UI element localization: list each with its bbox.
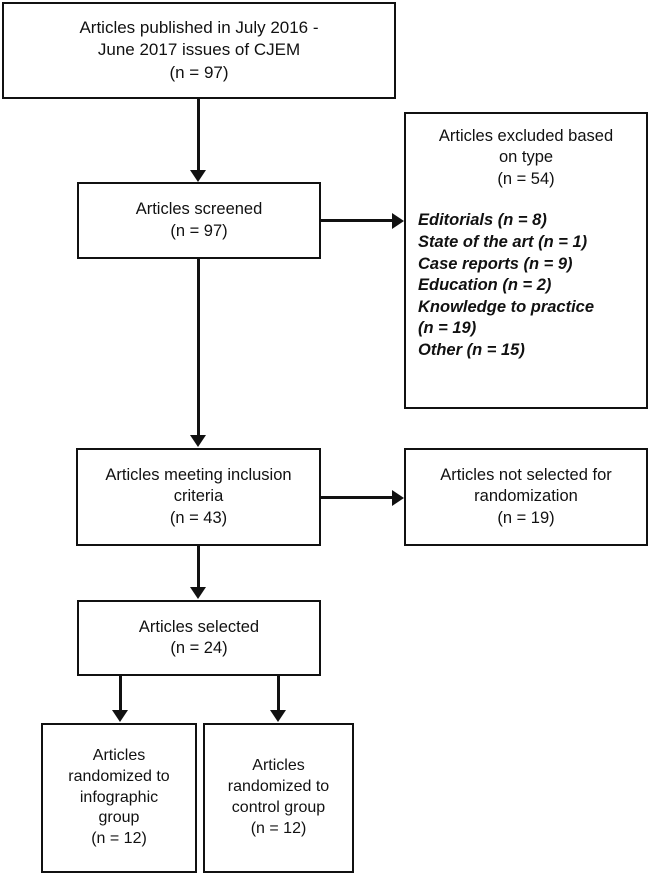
node-articles-not-selected: Articles not selected for randomization … <box>404 448 648 546</box>
arrowhead-down-inclusion <box>190 435 206 447</box>
node-line: (n = 54) <box>497 169 555 188</box>
node-line: (n = 97) <box>170 221 228 240</box>
node-line: Articles <box>92 747 146 764</box>
node-line: (n = 24) <box>170 639 228 657</box>
node-articles-screened: Articles screened (n = 97) <box>77 182 321 259</box>
excluded-reasons-list: Editorials (n = 8) State of the art (n =… <box>412 210 640 361</box>
node-line: criteria <box>173 487 224 506</box>
node-line: (n = 12) <box>250 819 307 837</box>
excluded-reason-item: Other (n = 15) <box>418 340 525 359</box>
connector-inclusion-to-selected <box>197 546 200 588</box>
arrowhead-down-infographic <box>112 710 128 722</box>
node-articles-excluded: Articles excluded based on type (n = 54)… <box>404 112 648 409</box>
node-line: Articles published in July 2016 - <box>79 18 319 38</box>
node-control-group: Articles randomized to control group (n … <box>203 723 354 873</box>
node-line: control group <box>231 799 326 816</box>
node-articles-selected: Articles selected (n = 24) <box>77 600 321 676</box>
arrowhead-down-control <box>270 710 286 722</box>
excluded-reason-item: State of the art (n = 1) <box>418 232 588 251</box>
node-line: randomized to <box>227 778 330 796</box>
node-line: Articles meeting inclusion <box>105 465 292 484</box>
node-line: (n = 43) <box>169 508 228 527</box>
excluded-reason-item: (n = 19) <box>418 319 477 338</box>
connector-inclusion-to-notselected <box>321 496 393 499</box>
node-line: (n = 12) <box>91 830 147 848</box>
node-line: randomization <box>474 487 578 506</box>
node-infographic-group: Articles randomized to infographic group… <box>41 723 197 873</box>
excluded-reason-item: Case reports (n = 9) <box>418 254 573 273</box>
connector-screened-to-inclusion <box>197 259 200 436</box>
arrowhead-right-notselected <box>392 490 404 506</box>
connector-screened-to-excluded <box>321 219 393 222</box>
excluded-reason-item: Editorials (n = 8) <box>418 211 547 230</box>
node-line: Articles not selected for <box>440 465 612 484</box>
node-line: Articles <box>252 757 305 775</box>
node-articles-meeting-inclusion: Articles meeting inclusion criteria (n =… <box>76 448 321 546</box>
node-line: on type <box>498 148 554 167</box>
arrowhead-down-screened <box>190 170 206 182</box>
node-line: randomized to <box>68 767 170 785</box>
node-articles-published: Articles published in July 2016 - June 2… <box>2 2 396 99</box>
node-line: infographic <box>79 788 159 806</box>
arrowhead-right-excluded <box>392 213 404 229</box>
node-line: Articles screened <box>135 200 263 219</box>
connector-selected-to-control <box>277 676 280 711</box>
connector-selected-to-infographic <box>119 676 122 711</box>
node-line: June 2017 issues of CJEM <box>97 40 301 60</box>
arrowhead-down-selected <box>190 587 206 599</box>
excluded-reason-item: Education (n = 2) <box>418 276 552 295</box>
node-line: Articles excluded based <box>438 127 614 145</box>
node-line: group <box>98 809 140 827</box>
excluded-header: Articles excluded based on type (n = 54) <box>412 126 640 190</box>
node-line: (n = 19) <box>497 508 555 527</box>
connector-published-to-screened <box>197 99 200 171</box>
node-line: (n = 97) <box>169 62 229 82</box>
excluded-reason-item: Knowledge to practice <box>418 297 595 316</box>
node-line: Articles selected <box>138 617 260 636</box>
